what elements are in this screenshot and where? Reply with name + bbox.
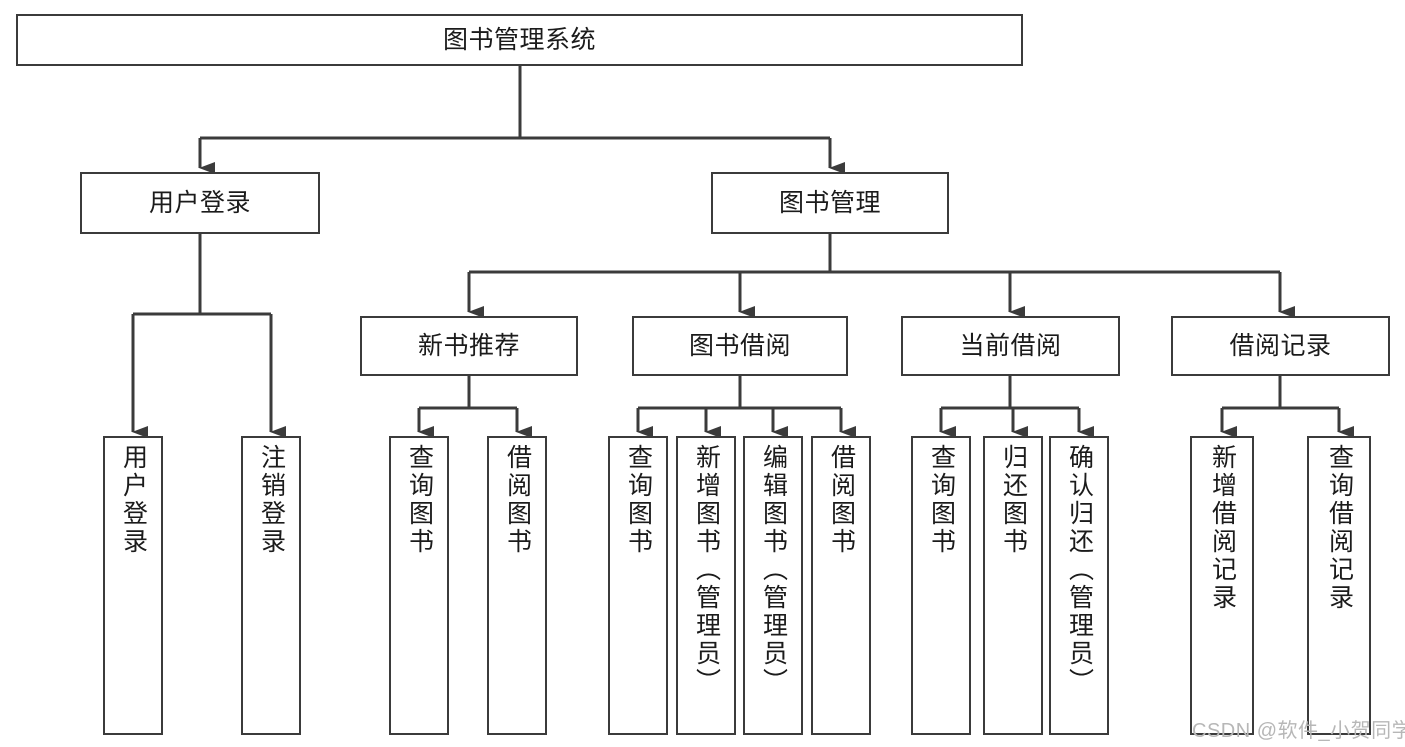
leaf-current-return-book-label: 归还图书: [999, 444, 1028, 556]
node-root[interactable]: 图书管理系统: [16, 14, 1023, 66]
node-borrow-records[interactable]: 借阅记录: [1171, 316, 1390, 376]
leaf-logout-label: 注销登录: [257, 444, 286, 556]
leaf-borrow-edit-book-label: 编辑图书（管理员）: [759, 444, 788, 696]
leaf-logout[interactable]: 注销登录: [241, 436, 301, 735]
leaf-borrow-add-book[interactable]: 新增图书（管理员）: [676, 436, 736, 735]
leaf-newbook-query-book[interactable]: 查询图书: [389, 436, 449, 735]
leaf-newbook-query-book-label: 查询图书: [405, 444, 434, 556]
leaf-borrow-query-book-label: 查询图书: [624, 444, 653, 556]
leaf-records-query-record-label: 查询借阅记录: [1325, 444, 1354, 612]
node-book-management-label: 图书管理: [778, 189, 881, 217]
leaf-current-confirm-return[interactable]: 确认归还（管理员）: [1049, 436, 1109, 735]
csdn-watermark: CSDN @软件_小贺同学: [1192, 720, 1405, 742]
leaf-records-add-record-label: 新增借阅记录: [1208, 444, 1237, 612]
leaf-user-login[interactable]: 用户登录: [103, 436, 163, 735]
leaf-newbook-borrow-book[interactable]: 借阅图书: [487, 436, 547, 735]
node-current-borrow[interactable]: 当前借阅: [901, 316, 1120, 376]
node-user-login[interactable]: 用户登录: [80, 172, 320, 234]
leaf-borrow-add-book-label: 新增图书（管理员）: [692, 444, 721, 696]
leaf-current-query-book[interactable]: 查询图书: [911, 436, 971, 735]
node-new-book-recommend-label: 新书推荐: [417, 332, 520, 360]
leaf-records-query-record[interactable]: 查询借阅记录: [1307, 436, 1371, 735]
node-user-login-label: 用户登录: [148, 189, 251, 217]
leaf-user-login-label: 用户登录: [119, 444, 148, 556]
node-new-book-recommend[interactable]: 新书推荐: [360, 316, 578, 376]
node-current-borrow-label: 当前借阅: [959, 332, 1062, 360]
node-book-borrow-label: 图书借阅: [688, 332, 791, 360]
leaf-current-return-book[interactable]: 归还图书: [983, 436, 1043, 735]
leaf-borrow-borrow-book-label: 借阅图书: [827, 444, 856, 556]
node-root-label: 图书管理系统: [442, 26, 596, 54]
leaf-borrow-edit-book[interactable]: 编辑图书（管理员）: [743, 436, 803, 735]
leaf-newbook-borrow-book-label: 借阅图书: [503, 444, 532, 556]
leaf-records-add-record[interactable]: 新增借阅记录: [1190, 436, 1254, 735]
leaf-current-query-book-label: 查询图书: [927, 444, 956, 556]
leaf-borrow-query-book[interactable]: 查询图书: [608, 436, 668, 735]
node-book-management[interactable]: 图书管理: [711, 172, 949, 234]
leaf-borrow-borrow-book[interactable]: 借阅图书: [811, 436, 871, 735]
node-book-borrow[interactable]: 图书借阅: [632, 316, 848, 376]
leaf-current-confirm-return-label: 确认归还（管理员）: [1065, 444, 1094, 696]
node-borrow-records-label: 借阅记录: [1229, 332, 1332, 360]
